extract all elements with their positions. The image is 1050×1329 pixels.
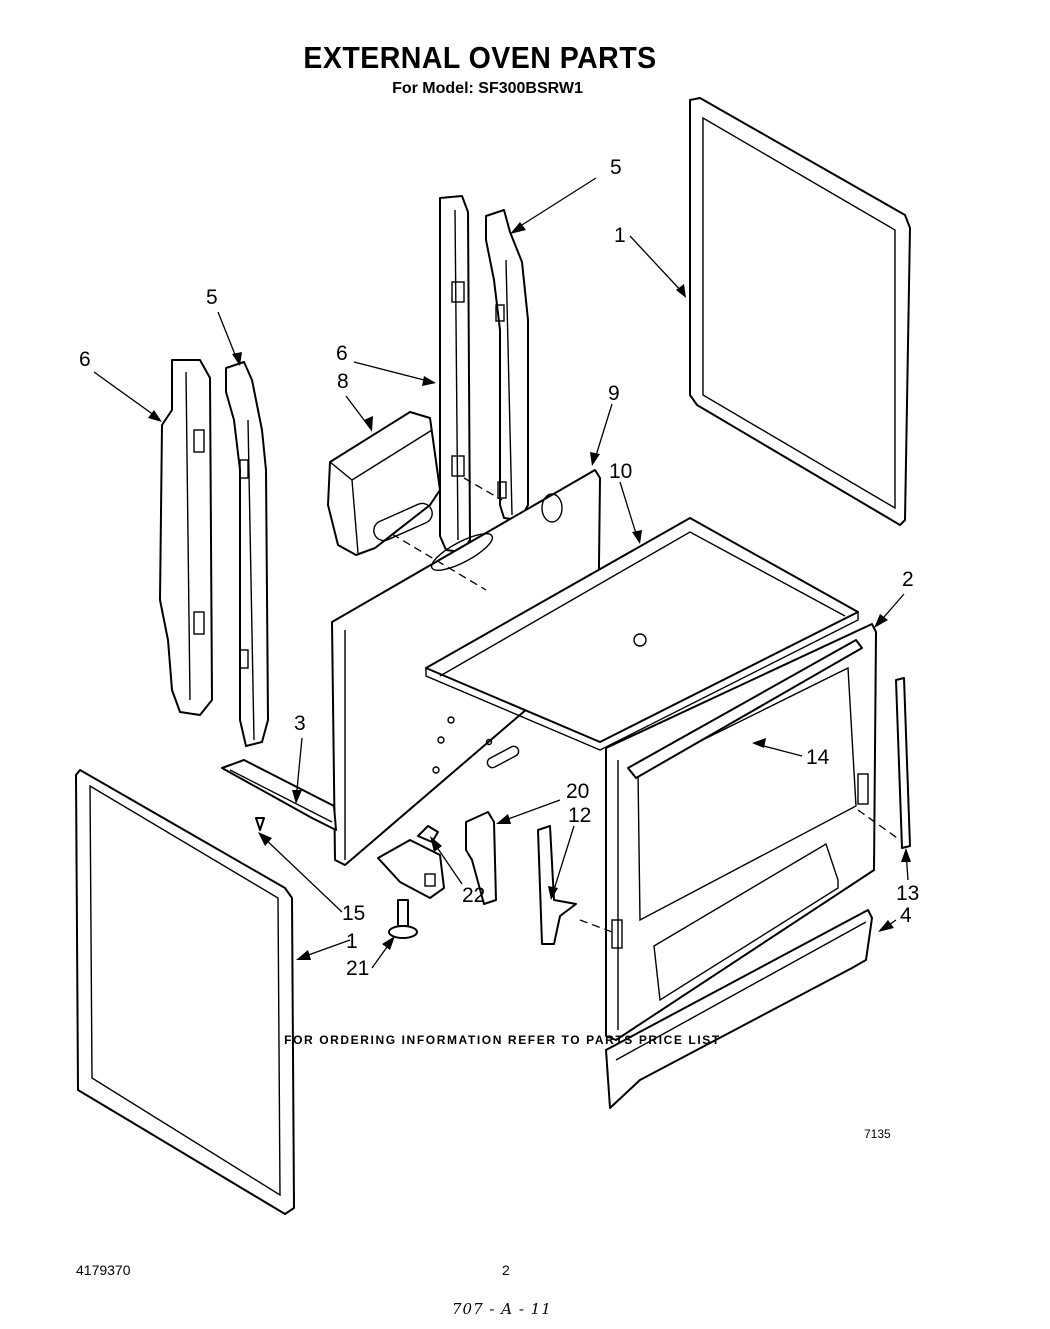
callout-14: 14 [806, 746, 830, 769]
side-panel-left [75, 769, 295, 1215]
callout-20: 20 [566, 780, 589, 803]
bracket-20 [465, 811, 497, 905]
callout-21: 21 [346, 957, 369, 980]
base-strip-left [221, 759, 337, 831]
callout-13: 13 [896, 882, 919, 905]
divider-strip-14 [627, 639, 863, 779]
front-frame [579, 623, 901, 1041]
callout-8: 8 [337, 370, 349, 393]
callout-6-center: 6 [336, 342, 348, 365]
callout-6-left: 6 [79, 348, 91, 371]
callout-5-left: 5 [206, 286, 218, 309]
vertical-rail-center [439, 195, 471, 553]
screw-15 [255, 817, 265, 831]
clip-22 [417, 825, 439, 843]
base-strip-right [605, 909, 873, 1109]
mount-bracket [377, 839, 445, 899]
callout-2: 2 [902, 568, 914, 591]
callout-1-lower: 1 [346, 930, 358, 953]
callout-1-upper: 1 [614, 224, 626, 247]
leader-lines [93, 177, 911, 969]
callout-5-upper: 5 [610, 156, 622, 179]
rail-bracket-center [485, 209, 529, 521]
callout-12: 12 [568, 804, 591, 827]
callout-10: 10 [609, 460, 632, 483]
callout-4: 4 [900, 904, 912, 927]
side-trim-13 [895, 677, 911, 849]
vent-duct [327, 411, 441, 556]
document-number: 4179370 [76, 1262, 131, 1278]
model-subtitle: For Model: SF300BSRW1 [392, 80, 583, 97]
callout-22: 22 [462, 884, 485, 907]
callout-9: 9 [608, 382, 620, 405]
screw-21 [388, 899, 418, 939]
callout-15: 15 [342, 902, 365, 925]
latch-12 [537, 825, 577, 945]
callout-labels: 1 5 5 6 6 8 9 10 2 3 14 20 12 13 4 22 15… [79, 156, 919, 1141]
callout-3: 3 [294, 712, 306, 735]
vertical-rail-left [159, 359, 213, 716]
handwritten-note: 707 - A - 11 [452, 1300, 552, 1318]
page-number: 2 [502, 1262, 510, 1278]
top-panel [425, 517, 859, 751]
ordering-info-note: FOR ORDERING INFORMATION REFER TO PARTS … [284, 1033, 721, 1047]
figure-code: 7135 [864, 1127, 891, 1141]
page-title: EXTERNAL OVEN PARTS [303, 40, 657, 75]
rail-bracket-left [225, 361, 269, 747]
side-panel-right [689, 97, 911, 526]
